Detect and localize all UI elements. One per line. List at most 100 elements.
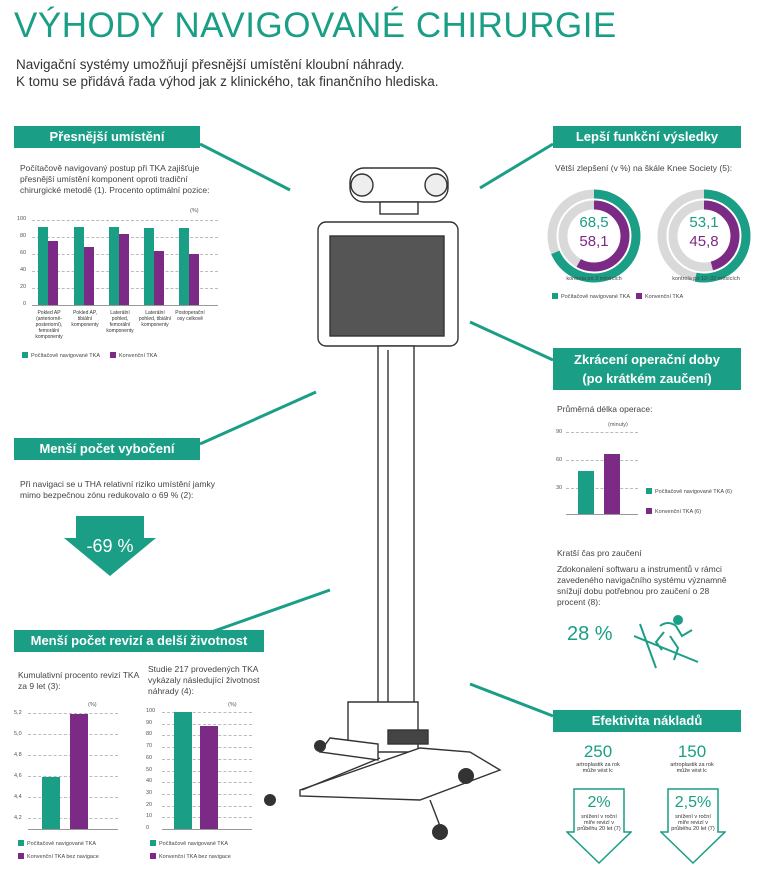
revision-ytick: 4,4 bbox=[14, 794, 22, 800]
longevity-ytick: 70 bbox=[146, 743, 153, 750]
legend-conv-6: Konvenční TKA (6) bbox=[646, 508, 701, 515]
section-title-mensi-pocet-revizi: Menší počet revizí a delší životnost bbox=[14, 630, 264, 652]
operation-time-chart: (minuty) 90 60 30 bbox=[552, 420, 642, 516]
longevity-ytick: 50 bbox=[146, 766, 153, 773]
longevity-ytick: 30 bbox=[146, 789, 153, 796]
vybocene-text: Při navigaci se u THA relativní riziko u… bbox=[20, 479, 215, 500]
legend-nav: Počítačově navigované TKA bbox=[18, 840, 96, 847]
ring-chart-12-32-months bbox=[657, 189, 751, 283]
cost-right-number: 150 bbox=[677, 742, 707, 761]
down-arrow-icon bbox=[64, 516, 156, 576]
doba-title-line-1: Zkrácení operační doby bbox=[574, 352, 720, 367]
cost-left-number: 250 bbox=[583, 742, 613, 761]
revision-ytick: 4,8 bbox=[14, 752, 22, 758]
longevity-ytick: 0 bbox=[146, 825, 150, 831]
legend-conv-bez: Konvenční TKA bez navigace bbox=[18, 853, 99, 860]
cost-left-arrow-icon bbox=[566, 788, 632, 864]
longevity-bar-nav bbox=[174, 712, 192, 829]
cost-right-pct: 2,5% bbox=[674, 794, 712, 811]
revision-ytick: 5,0 bbox=[14, 731, 22, 737]
optime-bar-conv bbox=[604, 454, 620, 514]
legend-nav: Počítačově navigované TKA bbox=[552, 293, 630, 300]
section-title-lepsi-funkcni-vysledky: Lepší funkční výsledky bbox=[553, 126, 741, 148]
ring1-label: kontrola po 3 měsících bbox=[566, 276, 622, 282]
section-title-presnejsi-umisteni: Přesnější umístění bbox=[14, 126, 200, 148]
accuracy-chart: (%) 100 80 60 40 20 0 Pokled AP (anterio… bbox=[14, 206, 218, 356]
accuracy-bar-nav bbox=[109, 226, 119, 305]
longevity-ytick: 20 bbox=[146, 801, 153, 808]
ring2-conv-arc bbox=[668, 200, 740, 272]
optime-bar-nav bbox=[578, 471, 594, 514]
ring1-nav-value: 68,5 bbox=[579, 214, 609, 231]
doba-title-line-2: (po krátkém zaučení) bbox=[582, 371, 712, 386]
legend-conv-bez: Konvenční TKA bez navigace bbox=[150, 853, 231, 860]
operation-time-ytick: 60 bbox=[556, 457, 563, 463]
ring2-label: kontrola po 12–32 měsících bbox=[672, 276, 740, 282]
accuracy-category: Pokled AP, tibiální komponenty bbox=[71, 310, 99, 328]
cost-left-pct: 2% bbox=[587, 794, 611, 811]
accuracy-bar-conv bbox=[84, 247, 94, 305]
revision-bar-nav bbox=[42, 776, 60, 829]
accuracy-ytick: 80 bbox=[20, 233, 27, 239]
revision-bar-conv bbox=[70, 713, 88, 829]
operation-time-ytick: 30 bbox=[556, 485, 563, 491]
accuracy-category: Pokled AP (anteriorně-posteriorní), femo… bbox=[35, 310, 63, 340]
section-title-mensi-pocet-vyboceni: Menší počet vybočení bbox=[14, 438, 200, 460]
revision-ytick: 4,6 bbox=[14, 773, 22, 779]
legend-nav: Počítačově navigované TKA bbox=[22, 352, 100, 359]
revision-ytick: 5,2 bbox=[14, 710, 22, 716]
ring-chart-3-months bbox=[547, 189, 641, 283]
longevity-ytick: 60 bbox=[146, 754, 153, 761]
accuracy-bar-conv bbox=[189, 254, 199, 305]
accuracy-bar-nav bbox=[74, 226, 84, 305]
accuracy-ytick: 40 bbox=[20, 267, 27, 273]
ring2-nav-value: 53,1 bbox=[689, 214, 719, 231]
ring1-conv-value: 58,1 bbox=[579, 233, 609, 250]
accuracy-bar-conv bbox=[154, 250, 164, 305]
accuracy-ytick: 0 bbox=[23, 301, 27, 307]
section-title-zkraceni-operacni-doby: Zkrácení operační doby (po krátkém zauče… bbox=[553, 348, 741, 390]
cost-right-arrow-icon bbox=[660, 788, 726, 864]
cost-right-text: artroplastik za rok může vést k: bbox=[670, 762, 714, 774]
intro-line-2: K tomu se přidává řada výhod jak z klini… bbox=[16, 74, 439, 89]
revize-left-text: Kumulativní procento revizí TKA za 9 let… bbox=[18, 670, 139, 691]
accuracy-bar-nav bbox=[179, 227, 189, 305]
ring2-nav-arc bbox=[657, 189, 751, 283]
longevity-ytick: 40 bbox=[146, 778, 153, 785]
longevity-ytick: 10 bbox=[146, 813, 153, 820]
cost-right-sub: snížení v roční míře revizí v průběhu 20… bbox=[671, 814, 715, 832]
accuracy-category: Postoperační osy celkově bbox=[175, 310, 205, 322]
legend-conv: Konvenční TKA bbox=[636, 293, 683, 300]
accuracy-ytick: 20 bbox=[20, 284, 27, 290]
ring2-conv-value: 45,8 bbox=[689, 233, 719, 250]
accuracy-ytick: 100 bbox=[17, 216, 27, 222]
legend-nav: Počítačově navigované TKA bbox=[150, 840, 228, 847]
accuracy-category: Laterální pohled, femorální komponenty bbox=[106, 310, 134, 334]
doba-subtitle: Kratší čas pro zaučení bbox=[557, 548, 642, 558]
operation-time-ytick: 90 bbox=[556, 429, 563, 435]
accuracy-bar-conv bbox=[48, 241, 58, 305]
accuracy-unit: (%) bbox=[190, 208, 199, 214]
accuracy-category: Laterální pohled, tibiální komponenty bbox=[138, 310, 172, 328]
ring1-conv-arc bbox=[558, 200, 630, 272]
legend-nav-6: Počítačově navigované TKA (6) bbox=[646, 488, 732, 495]
funkcni-text: Větší zlepšení (v %) na škále Knee Socie… bbox=[555, 163, 733, 173]
section-title-efektivita-nakladu: Efektivita nákladů bbox=[553, 710, 741, 732]
vybocene-value: -69 % bbox=[86, 536, 134, 556]
doba-text: Průměrná délka operace: bbox=[557, 404, 653, 414]
revision-chart: (%) 5,2 5,0 4,8 4,6 4,4 4,2 bbox=[10, 700, 130, 830]
longevity-ytick: 80 bbox=[146, 731, 153, 738]
accuracy-bar-nav bbox=[38, 226, 48, 305]
accuracy-ytick: 60 bbox=[20, 250, 27, 256]
cost-left-sub: snížení v roční míře revizí v průběhu 20… bbox=[577, 814, 621, 832]
intro-line-1: Navigační systémy umožňují přesnější umí… bbox=[16, 57, 405, 72]
legend-conv: Konvenční TKA bbox=[110, 352, 157, 359]
learning-value: 28 % bbox=[567, 623, 613, 645]
presnejsi-text: Počítačově navigovaný postup při TKA zaj… bbox=[20, 163, 210, 195]
longevity-unit: (%) bbox=[228, 702, 237, 708]
skier-icon bbox=[633, 615, 699, 669]
operation-time-unit: (minuty) bbox=[608, 422, 628, 428]
longevity-ytick: 90 bbox=[146, 719, 153, 726]
intro-text: Navigační systémy umožňují přesnější umí… bbox=[16, 56, 516, 90]
